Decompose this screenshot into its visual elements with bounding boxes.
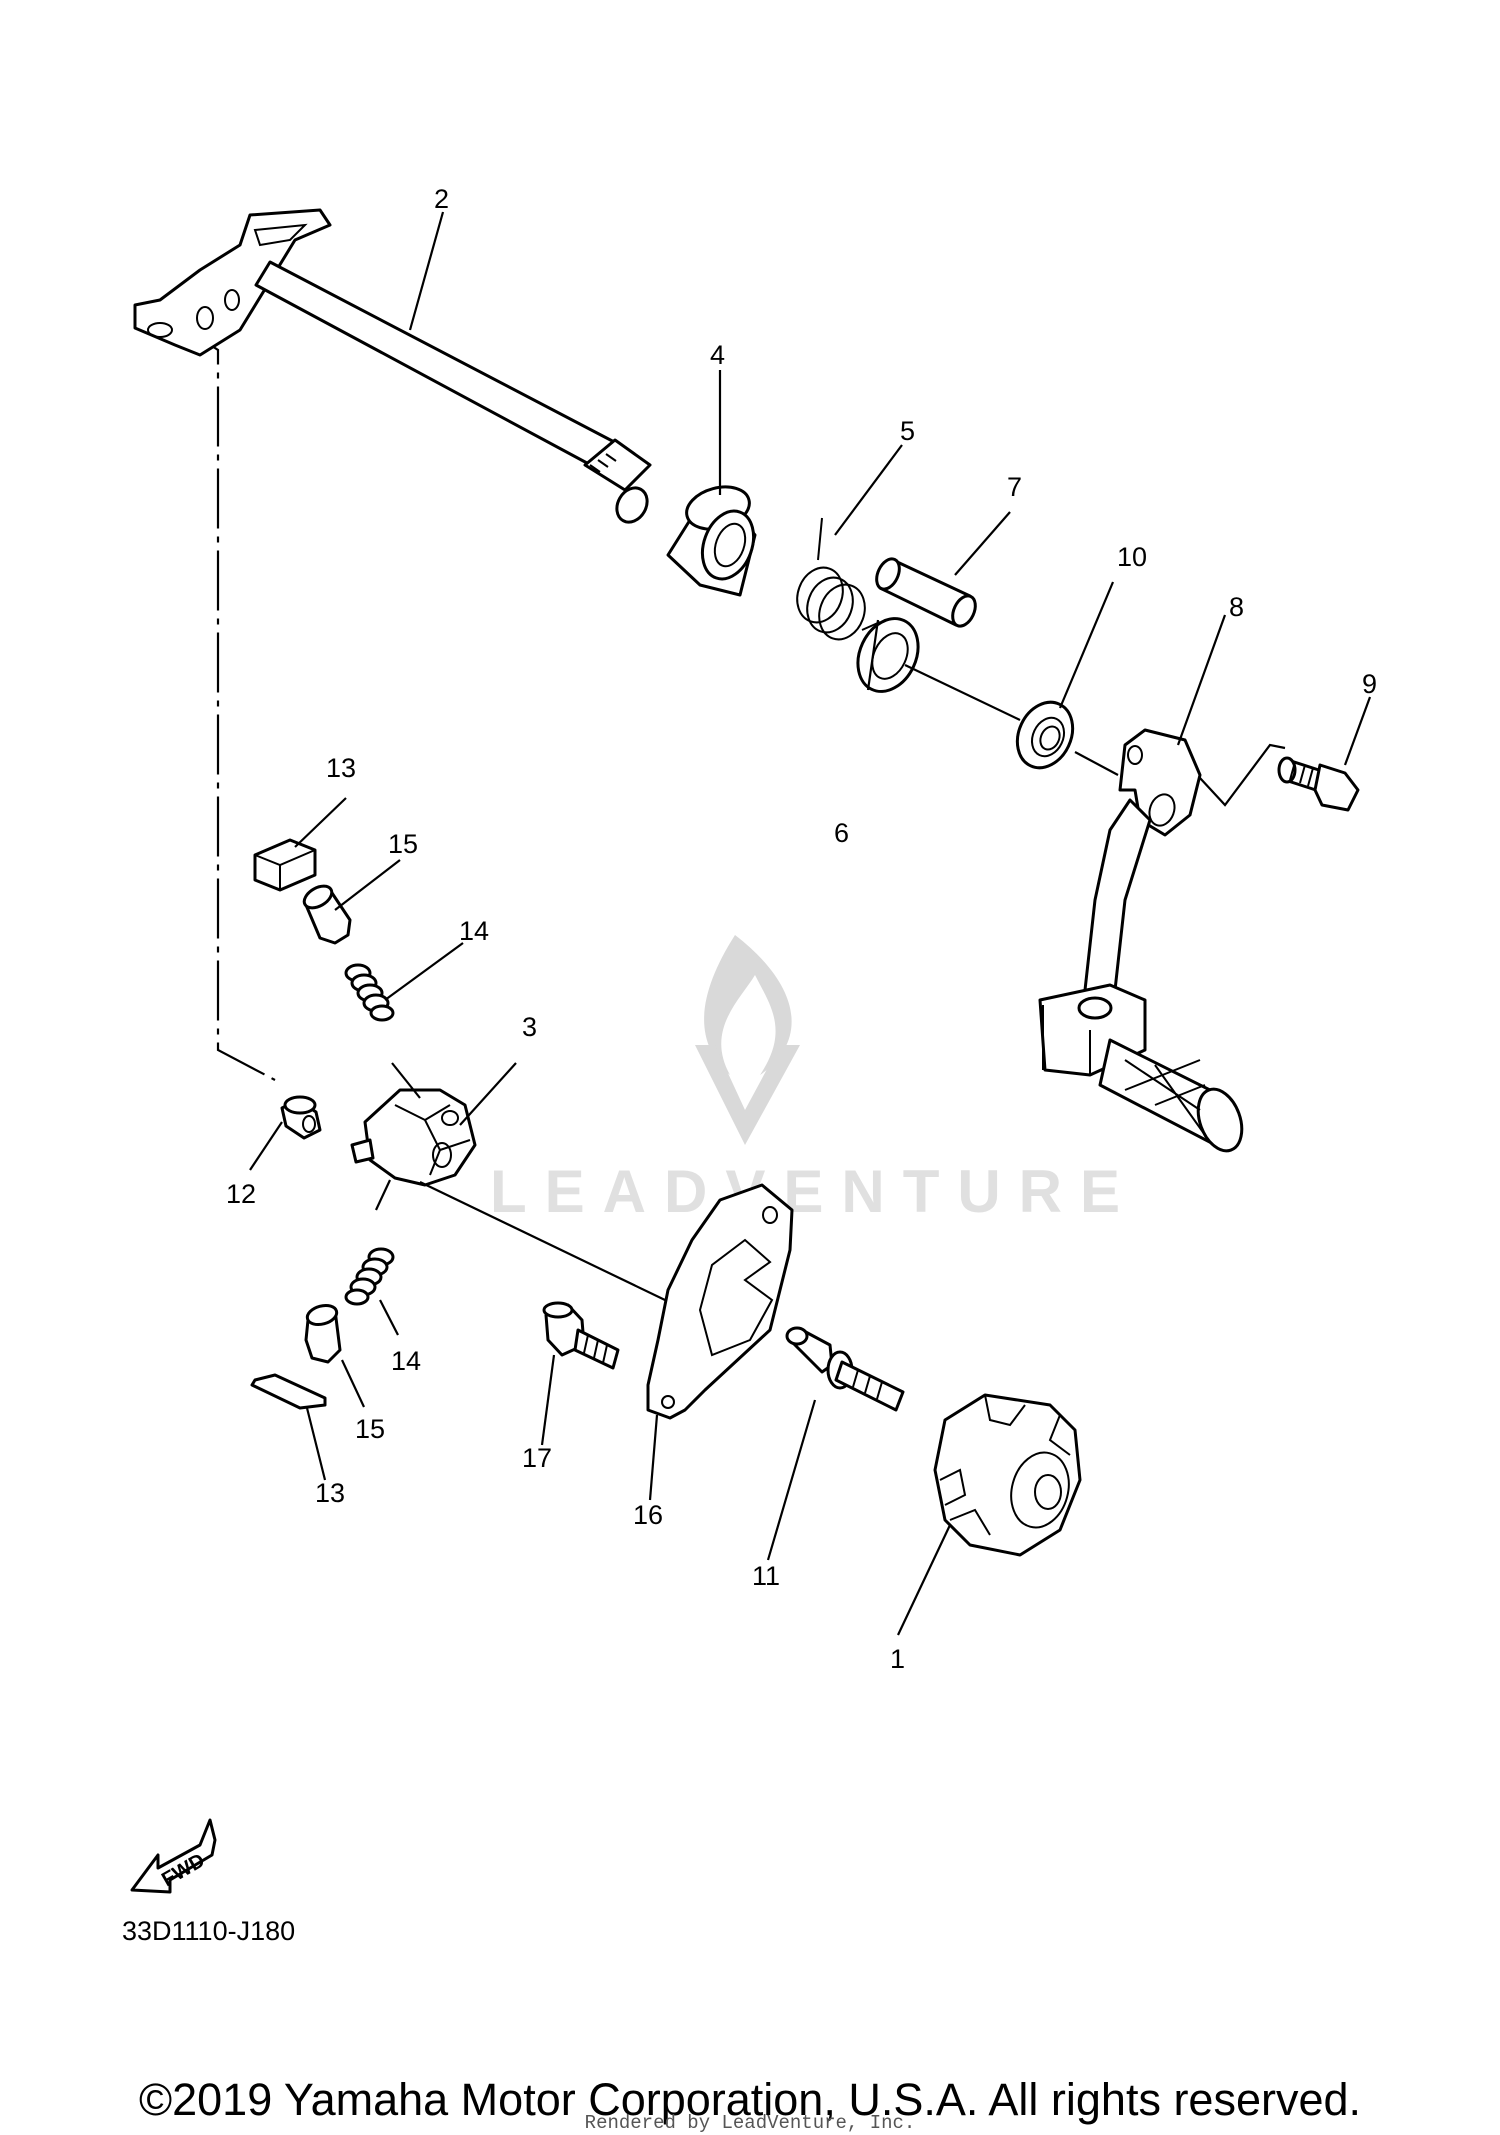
axis-line [1074, 751, 1119, 776]
shift-drum-cam [933, 1393, 1082, 1557]
axis-line [375, 1179, 391, 1211]
callout-13-top: 13 [326, 753, 356, 783]
callout-13-bottom: 13 [315, 1478, 345, 1508]
shift-segment [350, 1088, 477, 1187]
callout-5: 5 [900, 416, 915, 446]
dowel-pin [875, 557, 977, 628]
leader-lines [249, 211, 1372, 1636]
callout-2: 2 [434, 184, 449, 214]
callout-15-bottom: 15 [355, 1414, 385, 1444]
rendered-by-credit: Rendered by LeadVenture, Inc. [584, 2112, 916, 2134]
callout-labels: 2 4 5 7 10 8 9 6 13 15 14 3 12 14 15 13 … [226, 184, 1377, 1674]
oil-seal [1015, 700, 1075, 770]
callout-11: 11 [752, 1561, 780, 1591]
copyright-notice: ©2019 Yamaha Motor Corporation, U.S.A. A… [138, 2074, 1362, 2125]
alignment-line [179, 324, 276, 1081]
spring-bottom [344, 1247, 395, 1306]
callout-14-bottom: 14 [391, 1346, 421, 1376]
callout-6: 6 [834, 818, 849, 848]
axis-line [419, 1181, 666, 1301]
washer [856, 617, 920, 693]
diagram-code: 33D1110-J180 [122, 1916, 295, 1946]
plate-bolt [542, 1301, 620, 1370]
callout-9: 9 [1362, 669, 1377, 699]
return-spring [796, 517, 881, 641]
callout-15-top: 15 [388, 829, 418, 859]
callout-17: 17 [522, 1443, 552, 1473]
shift-pedal [1038, 728, 1244, 1153]
stopper-top [253, 838, 317, 892]
watermark-logo: LEADVENTURE [490, 935, 1138, 1225]
axis-line [904, 664, 1021, 721]
callout-1: 1 [890, 1644, 905, 1674]
roller-top [302, 884, 352, 945]
fwd-arrow-icon: FWD [130, 1818, 217, 1894]
callout-14-top: 14 [459, 916, 489, 946]
pedal-bolt [1277, 756, 1360, 812]
callout-12: 12 [226, 1179, 256, 1209]
watermark-text: LEADVENTURE [490, 1158, 1138, 1225]
callout-16: 16 [633, 1500, 663, 1530]
callout-4: 4 [710, 340, 725, 370]
shift-shaft [133, 208, 652, 524]
stopper-bottom [250, 1373, 327, 1410]
gate-plate [646, 1183, 794, 1420]
roller-bottom [304, 1303, 342, 1364]
axis-line [391, 1062, 421, 1099]
collar [666, 485, 757, 597]
collar-nut [280, 1095, 322, 1140]
stopper-pin [785, 1326, 905, 1412]
bolt-axis-line [1199, 743, 1286, 807]
callout-7: 7 [1007, 472, 1022, 502]
callout-8: 8 [1229, 592, 1244, 622]
callout-10: 10 [1117, 542, 1147, 572]
callout-3: 3 [522, 1012, 537, 1042]
spring-top [344, 963, 395, 1022]
